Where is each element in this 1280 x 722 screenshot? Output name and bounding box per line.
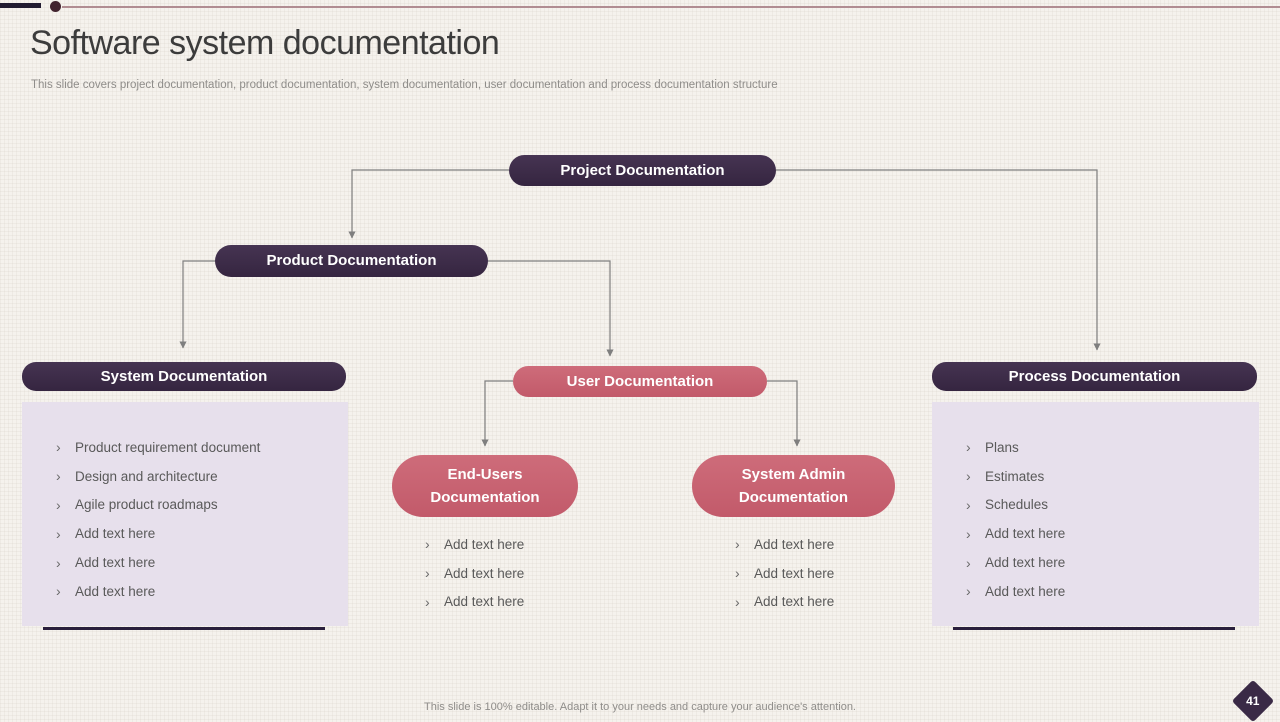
list-item-label: Add text here <box>75 555 156 571</box>
list-item-label: Add text here <box>985 526 1066 542</box>
node-user-documentation: User Documentation <box>513 366 767 397</box>
chevron-bullet-icon: › <box>735 536 740 553</box>
chevron-bullet-icon: › <box>56 525 61 542</box>
chevron-bullet-icon: › <box>56 439 61 456</box>
process-documentation-list: › Plans › Estimates › Schedules › Add text h… <box>966 433 1246 606</box>
list-item-label: Add text here <box>444 594 525 610</box>
node-label-line2: Documentation <box>738 489 849 506</box>
connector-project-to-process <box>776 169 1101 351</box>
node-system-admin-documentation: System Admin Documentation <box>692 455 895 517</box>
list-item: › Product requirement document <box>56 433 336 462</box>
list-item-label: Estimates <box>985 468 1045 484</box>
list-item: › Design and architecture <box>56 462 336 491</box>
list-item: › Add text here <box>425 530 595 559</box>
chevron-bullet-icon: › <box>966 496 971 513</box>
list-item: › Add text here <box>56 548 336 577</box>
footer-note: This slide is 100% editable. Adapt it to… <box>424 701 856 713</box>
page-number: 41 <box>1246 693 1260 708</box>
node-end-users-documentation: End-Users Documentation <box>392 455 578 517</box>
list-item: › Add text here <box>735 588 905 617</box>
chevron-bullet-icon: › <box>56 583 61 600</box>
page-subtitle: This slide covers project documentation,… <box>31 79 778 91</box>
chevron-bullet-icon: › <box>56 554 61 571</box>
list-item: › Add text here <box>735 559 905 588</box>
list-item-label: Add text here <box>754 594 835 610</box>
list-item: › Add text here <box>966 519 1246 548</box>
node-label: Product Documentation <box>266 252 437 269</box>
system-admin-documentation-list: › Add text here › Add text here › Add text … <box>735 530 905 616</box>
chevron-bullet-icon: › <box>56 496 61 513</box>
list-item-label: Add text here <box>444 565 525 581</box>
list-item: › Add text here <box>966 548 1246 577</box>
chevron-bullet-icon: › <box>966 468 971 485</box>
top-accent-line <box>62 6 1280 8</box>
chevron-bullet-icon: › <box>425 593 430 610</box>
list-item: › Agile product roadmaps <box>56 491 336 520</box>
process-panel-underline <box>953 627 1235 630</box>
node-label: Process Documentation <box>1008 367 1181 385</box>
page-title: Software system documentation <box>30 24 500 62</box>
system-documentation-panel <box>22 402 348 626</box>
node-label: User Documentation <box>566 372 714 390</box>
list-item-label: Add text here <box>444 536 525 552</box>
node-process-documentation: Process Documentation <box>932 362 1257 391</box>
chevron-bullet-icon: › <box>425 536 430 553</box>
list-item: › Add text here <box>966 577 1246 606</box>
list-item-label: Add text here <box>985 583 1066 599</box>
system-panel-underline <box>43 627 325 630</box>
node-label-line1: End-Users <box>447 466 523 483</box>
list-item: › Add text here <box>56 577 336 606</box>
node-label: System Documentation <box>100 367 268 385</box>
chevron-bullet-icon: › <box>425 565 430 582</box>
list-item: › Add text here <box>735 530 905 559</box>
list-item-label: Add text here <box>75 583 156 599</box>
connector-user-to-endusers <box>481 380 513 447</box>
chevron-bullet-icon: › <box>966 583 971 600</box>
list-item-label: Schedules <box>985 497 1049 513</box>
node-product-documentation: Product Documentation <box>215 245 488 277</box>
node-label-line1: System Admin <box>741 466 846 483</box>
node-system-documentation: System Documentation <box>22 362 346 391</box>
top-accent-dark-segment <box>0 3 41 8</box>
node-label: Project Documentation <box>560 161 725 179</box>
connector-product-to-system <box>179 260 215 349</box>
chevron-bullet-icon: › <box>966 554 971 571</box>
node-label-line2: Documentation <box>430 489 540 506</box>
list-item-label: Add text here <box>754 565 835 581</box>
process-documentation-panel <box>932 402 1259 626</box>
top-accent-dot <box>50 1 61 12</box>
list-item-label: Design and architecture <box>75 468 218 484</box>
connector-project-to-product <box>348 169 509 239</box>
list-item: › Add text here <box>425 588 595 617</box>
system-documentation-list: › Product requirement document › Design an… <box>56 433 336 606</box>
list-item: › Schedules <box>966 491 1246 520</box>
chevron-bullet-icon: › <box>966 439 971 456</box>
connector-product-to-user <box>488 260 614 357</box>
list-item: › Estimates <box>966 462 1246 491</box>
list-item: › Add text here <box>425 559 595 588</box>
chevron-bullet-icon: › <box>966 525 971 542</box>
list-item-label: Agile product roadmaps <box>75 497 218 513</box>
list-item: › Add text here <box>56 519 336 548</box>
list-item-label: Add text here <box>75 526 156 542</box>
page-number-badge: 41 <box>1231 679 1275 722</box>
list-item-label: Add text here <box>985 555 1066 571</box>
node-project-documentation: Project Documentation <box>509 155 776 186</box>
list-item-label: Plans <box>985 439 1019 455</box>
chevron-bullet-icon: › <box>56 468 61 485</box>
connector-user-to-sysadmin <box>767 380 801 447</box>
chevron-bullet-icon: › <box>735 593 740 610</box>
chevron-bullet-icon: › <box>735 565 740 582</box>
list-item-label: Add text here <box>754 536 835 552</box>
list-item-label: Product requirement document <box>75 439 261 455</box>
end-users-documentation-list: › Add text here › Add text here › Add text … <box>425 530 595 616</box>
list-item: › Plans <box>966 433 1246 462</box>
